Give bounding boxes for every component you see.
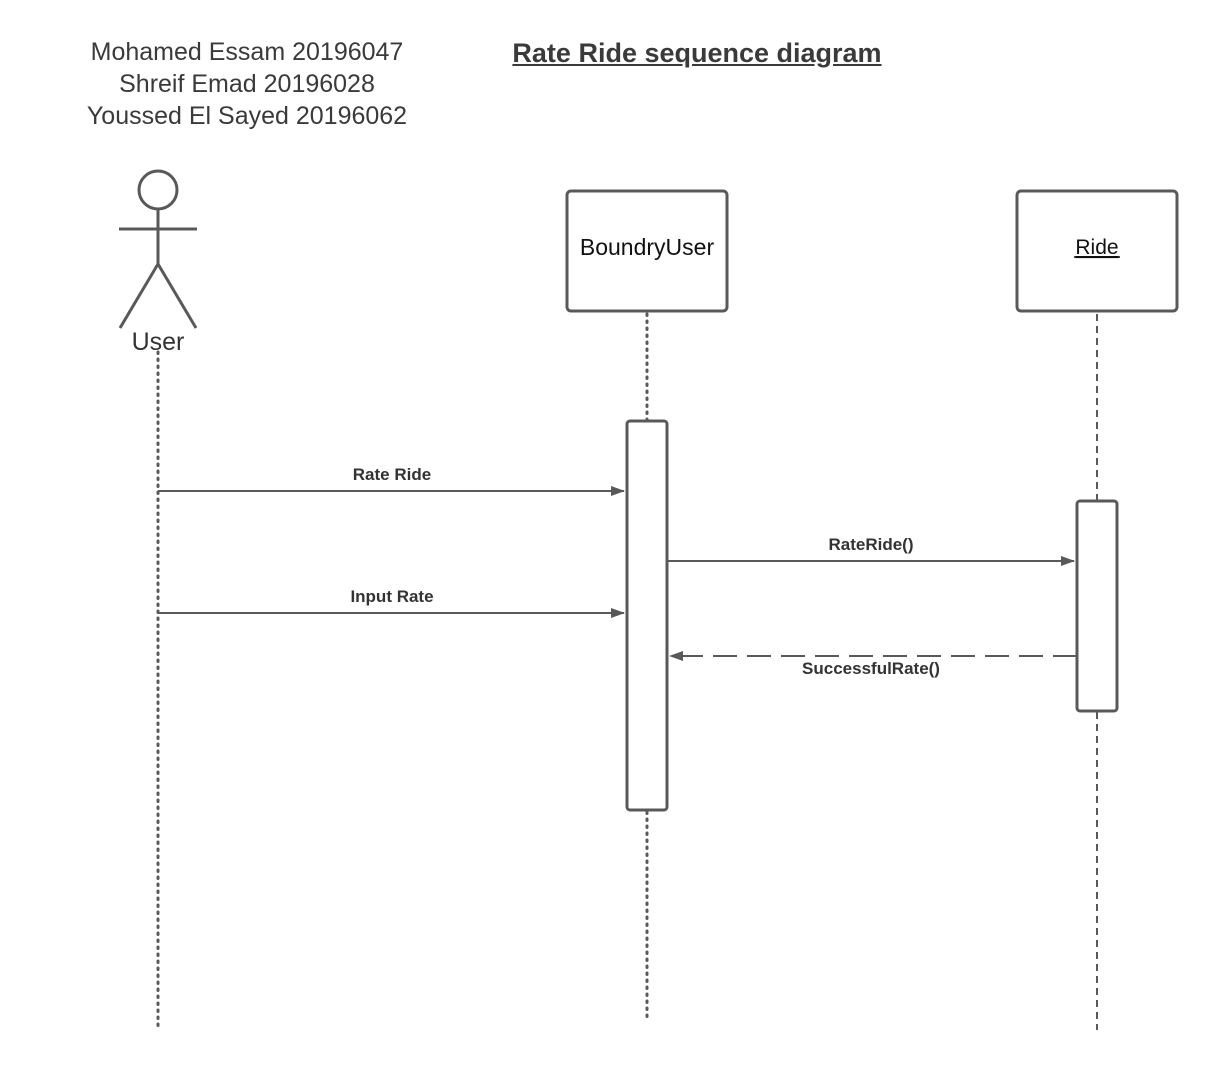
message-label-input-rate: Input Rate (350, 587, 433, 606)
ride-label: Ride (1075, 236, 1118, 259)
message-label-rateride-call: RateRide() (828, 535, 913, 554)
ride-activation (1075, 499, 1119, 713)
boundry-user-label: BoundryUser (580, 234, 715, 260)
boundry-user-activation (625, 419, 669, 812)
message-label-successful-rate: SuccessfulRate() (802, 659, 940, 678)
actor-right-leg (156, 263, 198, 329)
actor-user (118, 169, 198, 329)
boundry-user-box (565, 189, 729, 313)
authors-block: Mohamed Essam 20196047 Shreif Emad 20196… (47, 36, 447, 132)
actor-head (137, 169, 179, 211)
message-label-rate-ride: Rate Ride (353, 465, 431, 484)
actor-left-leg (118, 263, 160, 329)
diagram-title: Rate Ride sequence diagram (512, 38, 882, 68)
author-line: Youssed El Sayed 20196062 (86, 102, 408, 130)
ride-box (1015, 189, 1179, 313)
author-line: Mohamed Essam 20196047 (90, 38, 404, 66)
author-line: Shreif Emad 20196028 (119, 70, 375, 98)
